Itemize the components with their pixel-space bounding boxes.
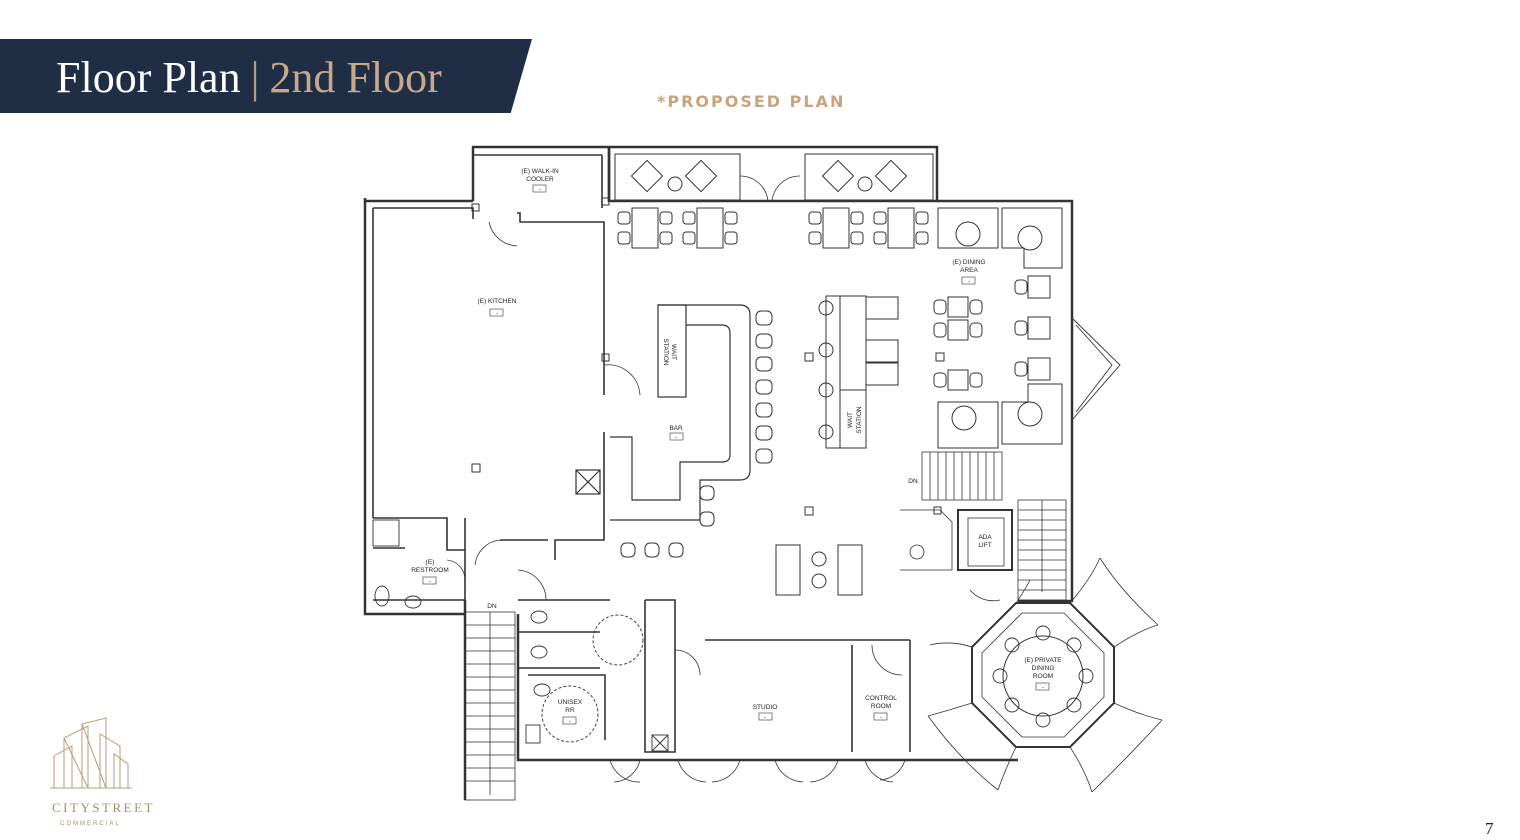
room-tag: - xyxy=(496,311,498,317)
room-tag: - xyxy=(675,435,677,441)
stairs-left xyxy=(464,611,516,801)
room-tag: - xyxy=(764,715,766,721)
private-dining-label-2: DINING xyxy=(1032,665,1055,672)
dining-tables xyxy=(617,207,929,249)
outer-walls xyxy=(363,145,1074,800)
proposed-plan-label: *PROPOSED PLAN xyxy=(657,92,846,111)
citystreet-logo-icon xyxy=(50,717,132,789)
studio-label: STUDIO xyxy=(753,704,778,711)
dining-area-label-2: AREA xyxy=(960,267,978,274)
control-room-label-1: CONTROL xyxy=(865,695,897,702)
wait-station-2-label-1: WAIT xyxy=(847,412,854,428)
wait-station-1-label-2: STATION xyxy=(662,338,669,366)
unisex-rr-label-1: UNISEX xyxy=(558,699,583,706)
door-swings xyxy=(446,175,1001,676)
unisex-rr-label-2: RR xyxy=(565,707,575,714)
title-separator: | xyxy=(250,53,260,102)
wait-station-1-label-1: WAIT xyxy=(670,344,677,360)
stairs-right xyxy=(900,451,1067,601)
bar-label: BAR xyxy=(669,425,683,432)
title-banner xyxy=(0,39,532,113)
ada-lift-label-2: LIFT xyxy=(978,542,991,549)
room-tag: - xyxy=(539,187,541,193)
octagon-canopy xyxy=(927,557,1163,793)
room-tag: - xyxy=(569,719,571,725)
stairs-dn-upper: DN xyxy=(908,478,918,485)
high-top-counter xyxy=(818,295,899,449)
walkin-cooler-label-2: COOLER xyxy=(526,176,554,183)
storefront-doors xyxy=(609,759,906,783)
bar-counter xyxy=(575,304,751,521)
lounge-furniture xyxy=(775,544,863,596)
wait-station-2-label-2: STATION xyxy=(856,406,863,434)
bar-stools xyxy=(620,310,773,558)
page-number: 7 xyxy=(1485,819,1494,838)
private-dining-label-1: (E) PRIVATE xyxy=(1024,657,1062,664)
walkin-cooler-label-1: (E) WALK-IN xyxy=(521,168,559,175)
columns xyxy=(471,197,945,516)
page-title: Floor Plan|2nd Floor xyxy=(56,48,442,108)
ada-lift-label-1: ADA xyxy=(978,534,992,541)
room-tags: - - - - - - - - - xyxy=(422,184,1050,725)
stairs-dn-lower: DN xyxy=(487,603,497,610)
kitchen-label: (E) KITCHEN xyxy=(478,298,517,305)
private-dining-label-3: ROOM xyxy=(1033,673,1053,680)
room-tag: - xyxy=(1042,685,1044,691)
room-tag: - xyxy=(429,579,431,585)
restroom-label-2: RESTROOM xyxy=(411,567,449,574)
restroom-label-1: (E) xyxy=(426,559,435,566)
room-tag: - xyxy=(880,715,882,721)
title-main: Floor Plan xyxy=(56,53,241,102)
title-floor: 2nd Floor xyxy=(269,53,442,102)
room-tag: - xyxy=(968,279,970,285)
room-labels: (E) WALK-IN COOLER (E) KITCHEN (E) DININ… xyxy=(411,168,1062,714)
bay-windows xyxy=(1071,317,1121,421)
brand-sub: COMMERCIAL xyxy=(60,821,121,827)
private-dining-chairs xyxy=(992,625,1094,728)
brand-name: CITYSTREET xyxy=(52,800,155,815)
control-room-label-2: ROOM xyxy=(871,703,891,710)
restroom-fixtures xyxy=(372,519,669,752)
dining-area-label-1: (E) DINING xyxy=(952,259,985,266)
balcony-seating xyxy=(614,153,934,201)
dining-area-furniture xyxy=(933,207,1063,449)
interior-walls xyxy=(372,154,911,753)
